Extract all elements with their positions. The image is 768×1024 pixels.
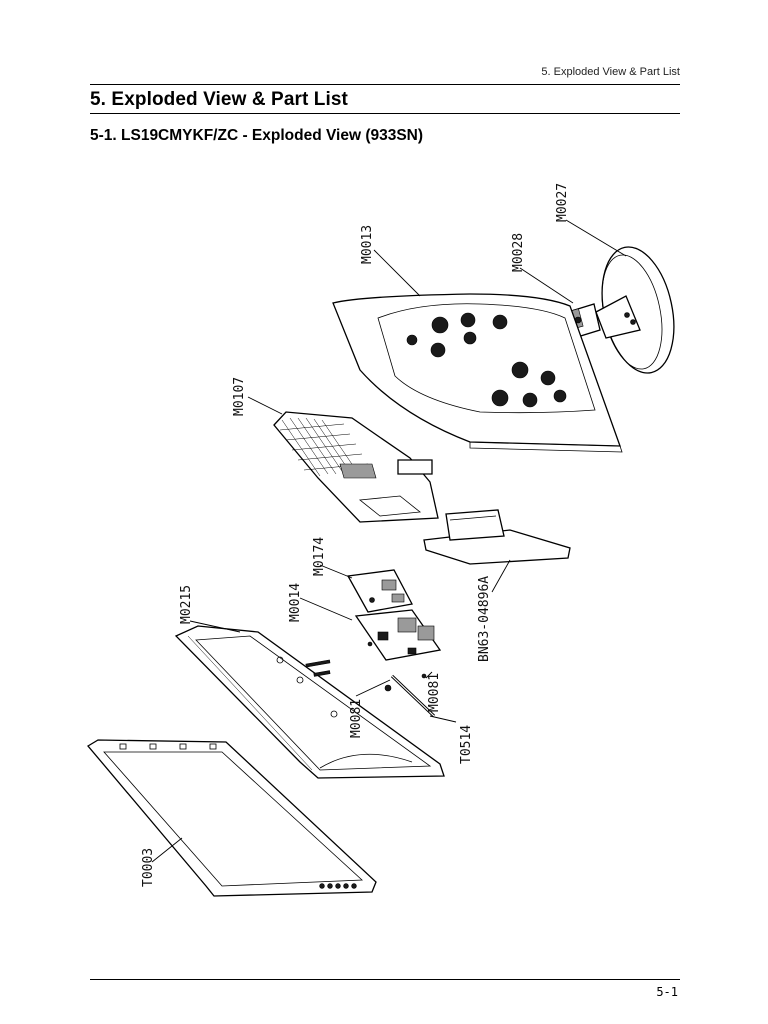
rod-part — [384, 674, 436, 718]
front-bezel — [87, 739, 377, 897]
title-rule — [90, 113, 680, 114]
shield-case — [273, 411, 439, 523]
bracket-frame — [174, 625, 445, 779]
label-m0107: M0107 — [232, 377, 247, 416]
rear-cover-vents — [406, 312, 567, 408]
part-labels: M0027 M0028 M0013 M0107 BN63-04896A M017… — [141, 183, 570, 887]
label-m0081-left: M0081 — [349, 699, 364, 738]
stand-base — [595, 246, 675, 374]
label-t0003: T0003 — [141, 848, 156, 887]
label-m0013: M0013 — [360, 225, 375, 264]
subsection-title: 5-1. LS19CMYKF/ZC - Exploded View (933SN… — [90, 127, 424, 144]
page-number: 5-1 — [656, 985, 678, 999]
interface-board — [346, 569, 413, 613]
label-bn63-04896a: BN63-04896A — [477, 576, 492, 662]
label-m0174: M0174 — [312, 537, 327, 576]
running-header: 5. Exploded View & Part List — [541, 66, 680, 78]
footer-rule — [90, 979, 680, 980]
rear-cover — [332, 293, 623, 453]
label-m0081-right: M0081 — [427, 673, 442, 712]
label-m0215: M0215 — [179, 585, 194, 624]
main-board — [354, 609, 442, 679]
label-m0027: M0027 — [555, 183, 570, 222]
leader-lines — [151, 219, 627, 863]
header-rule — [90, 84, 680, 85]
board-bracket — [423, 509, 571, 565]
exploded-view-diagram: M0027 M0028 M0013 M0107 BN63-04896A M017… — [87, 183, 675, 897]
section-title: 5. Exploded View & Part List — [90, 89, 348, 110]
front-bezel-buttons — [319, 883, 357, 889]
label-t0514: T0514 — [459, 725, 474, 764]
label-m0014: M0014 — [288, 583, 303, 622]
label-m0028: M0028 — [511, 233, 526, 272]
